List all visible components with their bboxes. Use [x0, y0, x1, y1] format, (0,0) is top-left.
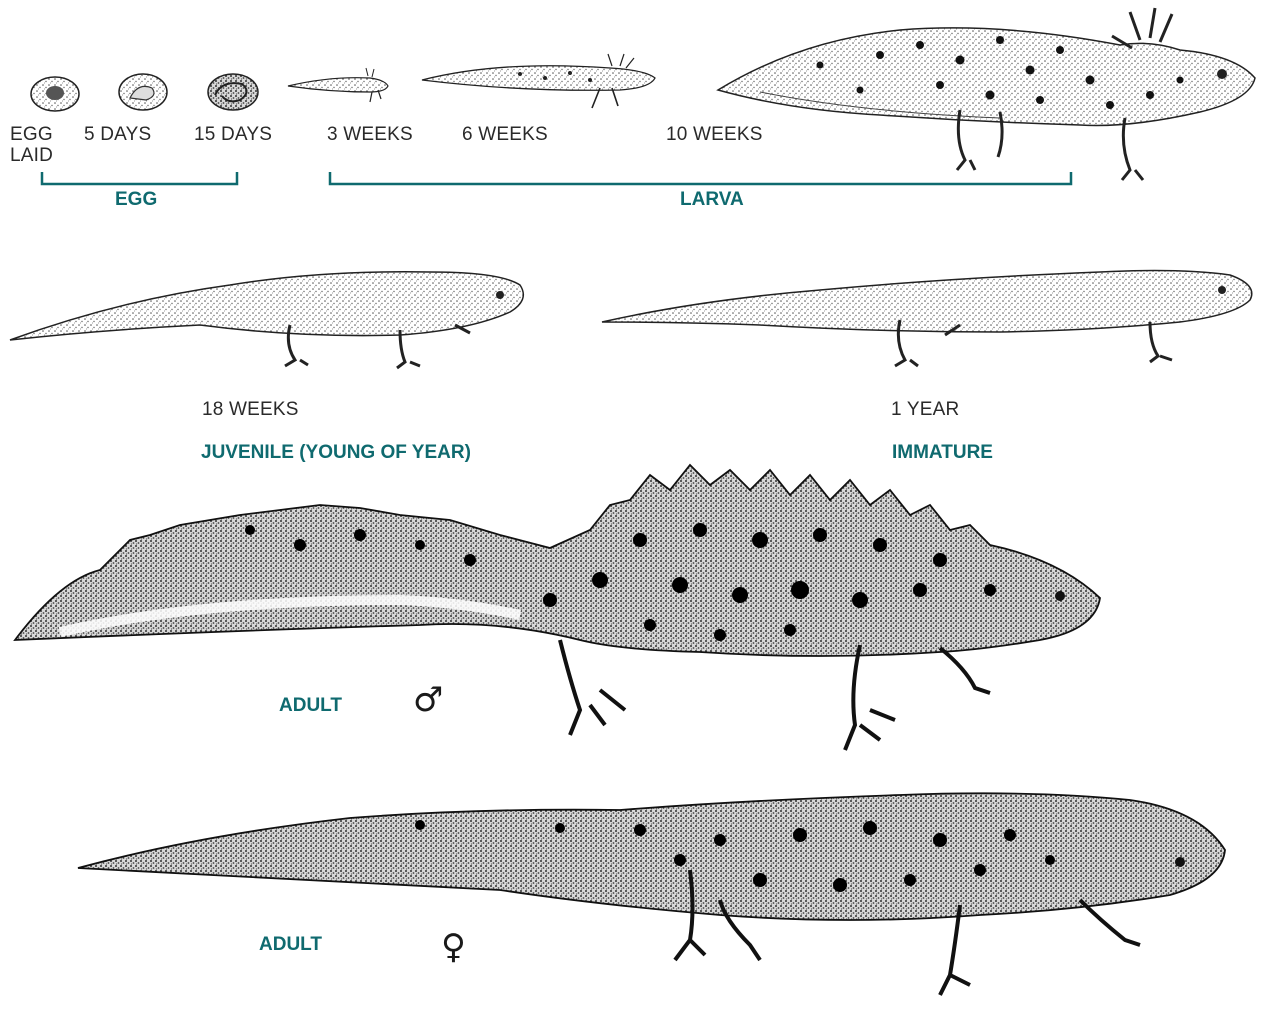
- stage-larva: LARVA: [680, 189, 744, 211]
- male-symbol-icon: ♂: [413, 683, 443, 717]
- egg-5-days-drawing: [119, 74, 167, 110]
- adult-female-drawing: [78, 793, 1225, 995]
- juvenile-drawing: [10, 272, 523, 368]
- stage-egg: EGG: [115, 189, 157, 211]
- larva-3-weeks-drawing: [288, 68, 388, 102]
- label-18-weeks: 18 WEEKS: [202, 399, 299, 420]
- female-symbol-icon: ♀: [441, 930, 466, 964]
- label-10-weeks: 10 WEEKS: [666, 124, 763, 145]
- stage-adult-female: ADULT: [259, 934, 322, 956]
- label-1-year: 1 YEAR: [891, 399, 959, 420]
- stage-adult-male: ADULT: [279, 695, 342, 717]
- larva-10-weeks-drawing: [718, 8, 1255, 180]
- label-3-weeks: 3 WEEKS: [327, 124, 413, 145]
- egg-15-days-drawing: [208, 74, 258, 110]
- egg-laid-drawing: [31, 77, 79, 111]
- stage-juvenile: JUVENILE (YOUNG OF YEAR): [201, 442, 471, 464]
- adult-male-drawing: [15, 465, 1100, 750]
- egg-bracket: [42, 172, 237, 184]
- label-15-days: 15 DAYS: [194, 124, 272, 145]
- stage-immature: IMMATURE: [892, 442, 993, 464]
- label-egg-laid: EGG LAID: [10, 124, 55, 166]
- label-5-days: 5 DAYS: [84, 124, 151, 145]
- label-6-weeks: 6 WEEKS: [462, 124, 548, 145]
- immature-drawing: [602, 271, 1252, 366]
- larva-6-weeks-drawing: [422, 54, 655, 108]
- larva-bracket: [330, 172, 1071, 184]
